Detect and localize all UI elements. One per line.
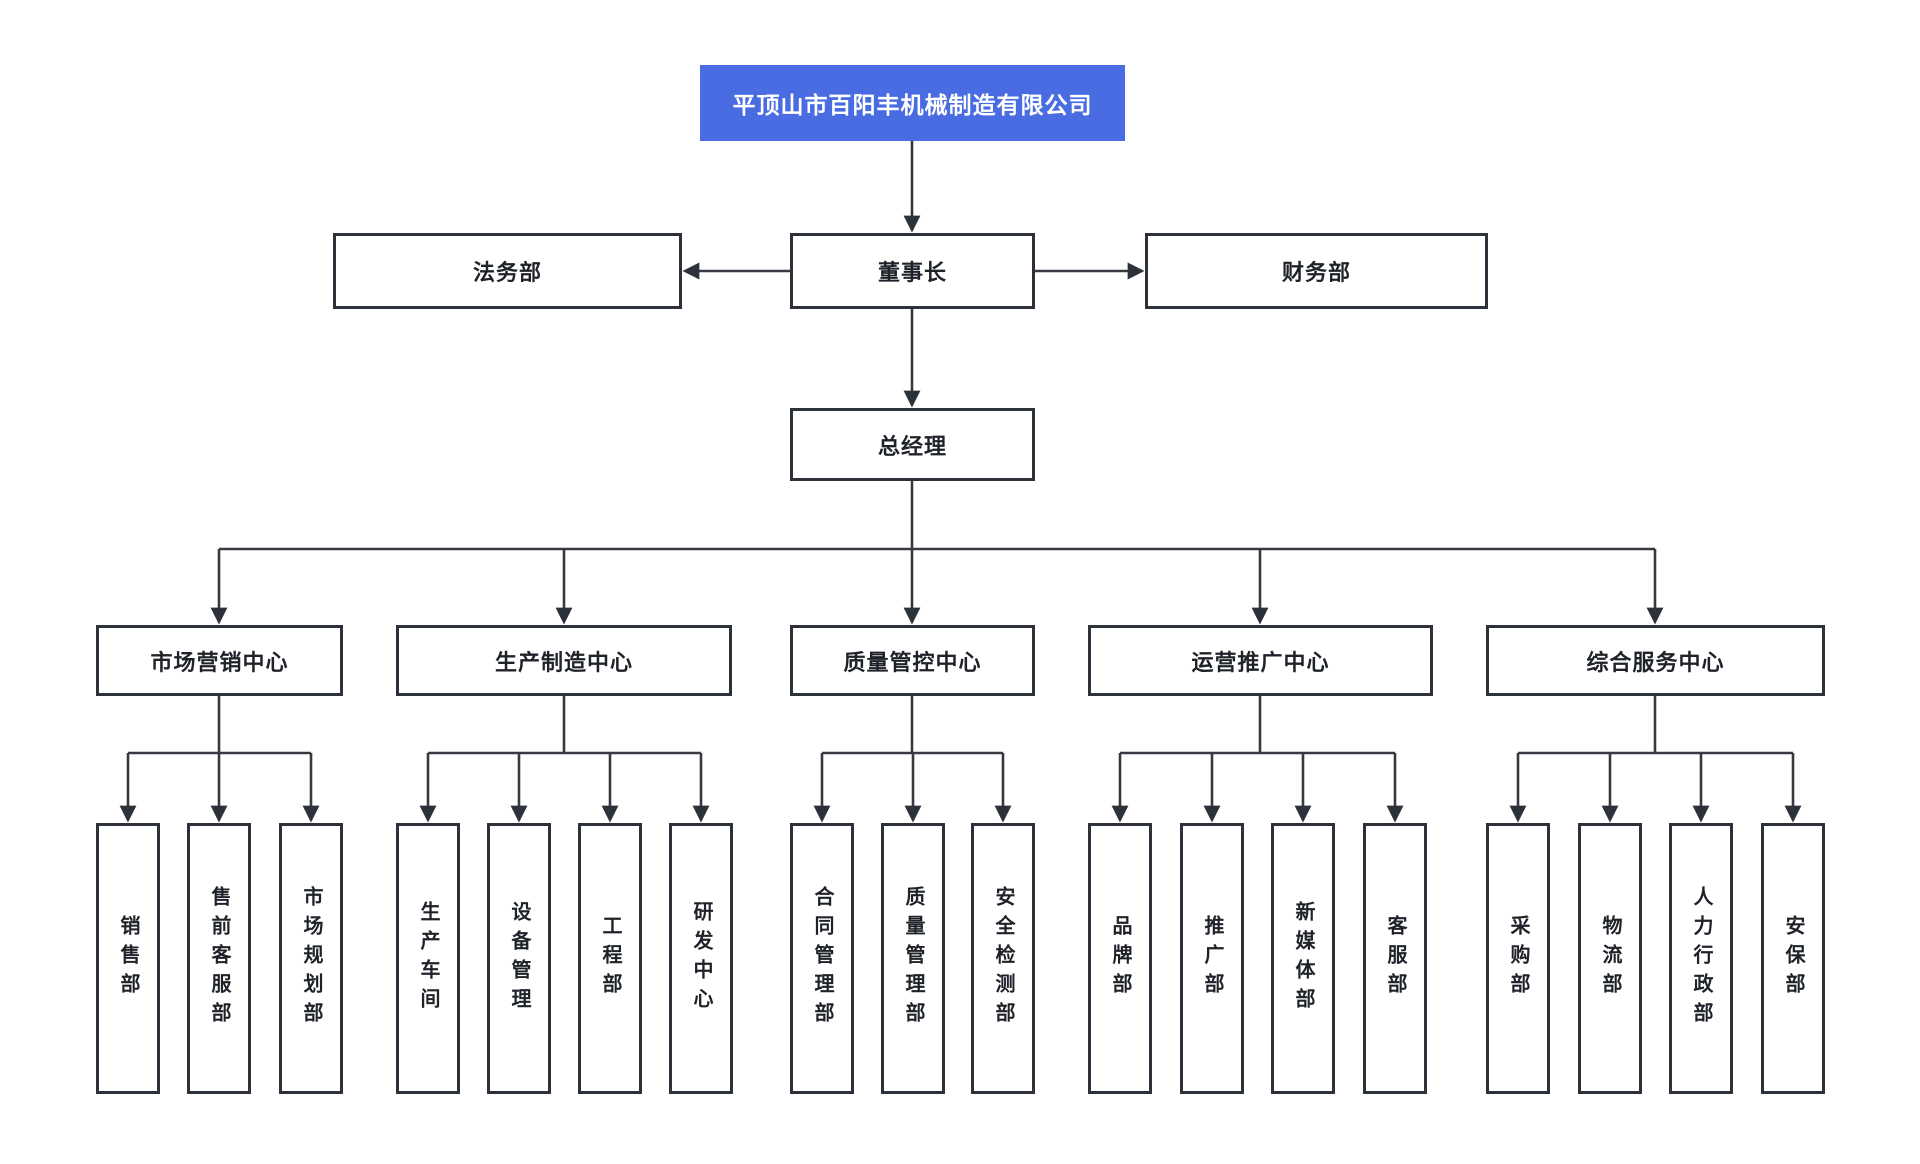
- node-center-operations: 运营推广中心: [1088, 625, 1433, 696]
- node-center-services: 综合服务中心: [1486, 625, 1825, 696]
- node-dept-new-media: 新媒体部: [1271, 823, 1335, 1094]
- node-dept-customer-service: 客服部: [1363, 823, 1427, 1094]
- node-center-marketing: 市场营销中心: [96, 625, 343, 696]
- node-dept-brand: 品牌部: [1088, 823, 1152, 1094]
- node-dept-sales: 销售部: [96, 823, 160, 1094]
- node-chairman: 董事长: [790, 233, 1035, 309]
- node-dept-promotion: 推广部: [1180, 823, 1244, 1094]
- node-dept-quality-management: 质量管理部: [881, 823, 945, 1094]
- node-general-manager: 总经理: [790, 408, 1035, 481]
- node-dept-logistics: 物流部: [1578, 823, 1642, 1094]
- node-dept-procurement: 采购部: [1486, 823, 1550, 1094]
- node-dept-presales-service: 售前客服部: [187, 823, 251, 1094]
- node-company: 平顶山市百阳丰机械制造有限公司: [700, 65, 1125, 141]
- node-dept-security: 安保部: [1761, 823, 1825, 1094]
- node-center-quality: 质量管控中心: [790, 625, 1035, 696]
- node-finance-dept: 财务部: [1145, 233, 1488, 309]
- node-dept-rnd-center: 研发中心: [669, 823, 733, 1094]
- node-dept-equipment-management: 设备管理: [487, 823, 551, 1094]
- node-dept-production-workshop: 生产车间: [396, 823, 460, 1094]
- node-dept-engineering: 工程部: [578, 823, 642, 1094]
- node-legal-dept: 法务部: [333, 233, 682, 309]
- node-dept-hr-admin: 人力行政部: [1669, 823, 1733, 1094]
- node-dept-market-planning: 市场规划部: [279, 823, 343, 1094]
- node-dept-safety-inspection: 安全检测部: [971, 823, 1035, 1094]
- node-dept-contract-management: 合同管理部: [790, 823, 854, 1094]
- node-center-production: 生产制造中心: [396, 625, 732, 696]
